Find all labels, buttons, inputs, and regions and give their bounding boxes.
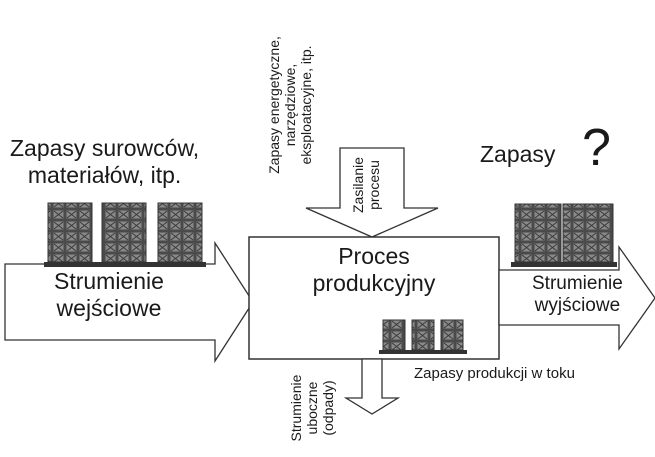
input-stock-pallets <box>44 202 206 267</box>
input-stocks-label: Zapasy surowców, materiałów, itp. <box>10 135 199 189</box>
process-feed-arrow <box>305 147 439 238</box>
wip-pallets <box>379 319 467 354</box>
process-line-1: Proces <box>338 243 410 269</box>
wip-stocks-label: Zapasy produkcji w toku <box>414 365 575 382</box>
input-stream-line-1: Strumienie <box>54 268 164 294</box>
side-stream-line-3: (odpady) <box>320 380 336 436</box>
side-stream-arrow <box>343 358 401 415</box>
question-mark: ? <box>582 119 611 177</box>
process-label: Proces produkcyjny <box>274 243 474 297</box>
input-stream-label: Strumienie wejściowe <box>54 268 164 322</box>
process-feed-line-2: procesu <box>366 160 382 210</box>
output-stocks-label: Zapasy <box>480 141 556 167</box>
output-stream-line-2: wyjściowe <box>534 295 621 316</box>
input-stocks-line-2: materiałów, itp. <box>27 162 182 188</box>
output-stock-pallets <box>511 203 617 267</box>
output-stream-arrow <box>498 244 655 352</box>
aux-stocks-line-2: narzędziowe, <box>282 63 298 147</box>
process-line-2: produkcyjny <box>312 270 436 296</box>
process-feed-label: Zasilanie procesu <box>350 152 382 218</box>
side-stream-label: Strumienie uboczne (odpady) <box>288 364 336 452</box>
side-stream-line-2: uboczne <box>304 381 320 435</box>
input-stocks-line-1: Zapasy surowców, <box>10 135 200 161</box>
aux-stocks-line-1: Zapasy energetyczne, <box>266 36 282 174</box>
output-stream-label: Strumienie wyjściowe <box>532 273 623 317</box>
aux-stocks-line-3: eksploatacyjne, itp. <box>298 45 314 165</box>
input-stream-arrow <box>4 240 254 364</box>
process-feed-line-1: Zasilanie <box>350 156 366 214</box>
output-stream-line-1: Strumienie <box>532 273 623 294</box>
input-stream-line-2: wejściowe <box>56 295 162 321</box>
side-stream-line-1: Strumienie <box>288 374 304 442</box>
aux-stocks-label: Zapasy energetyczne, narzędziowe, eksplo… <box>266 5 314 205</box>
